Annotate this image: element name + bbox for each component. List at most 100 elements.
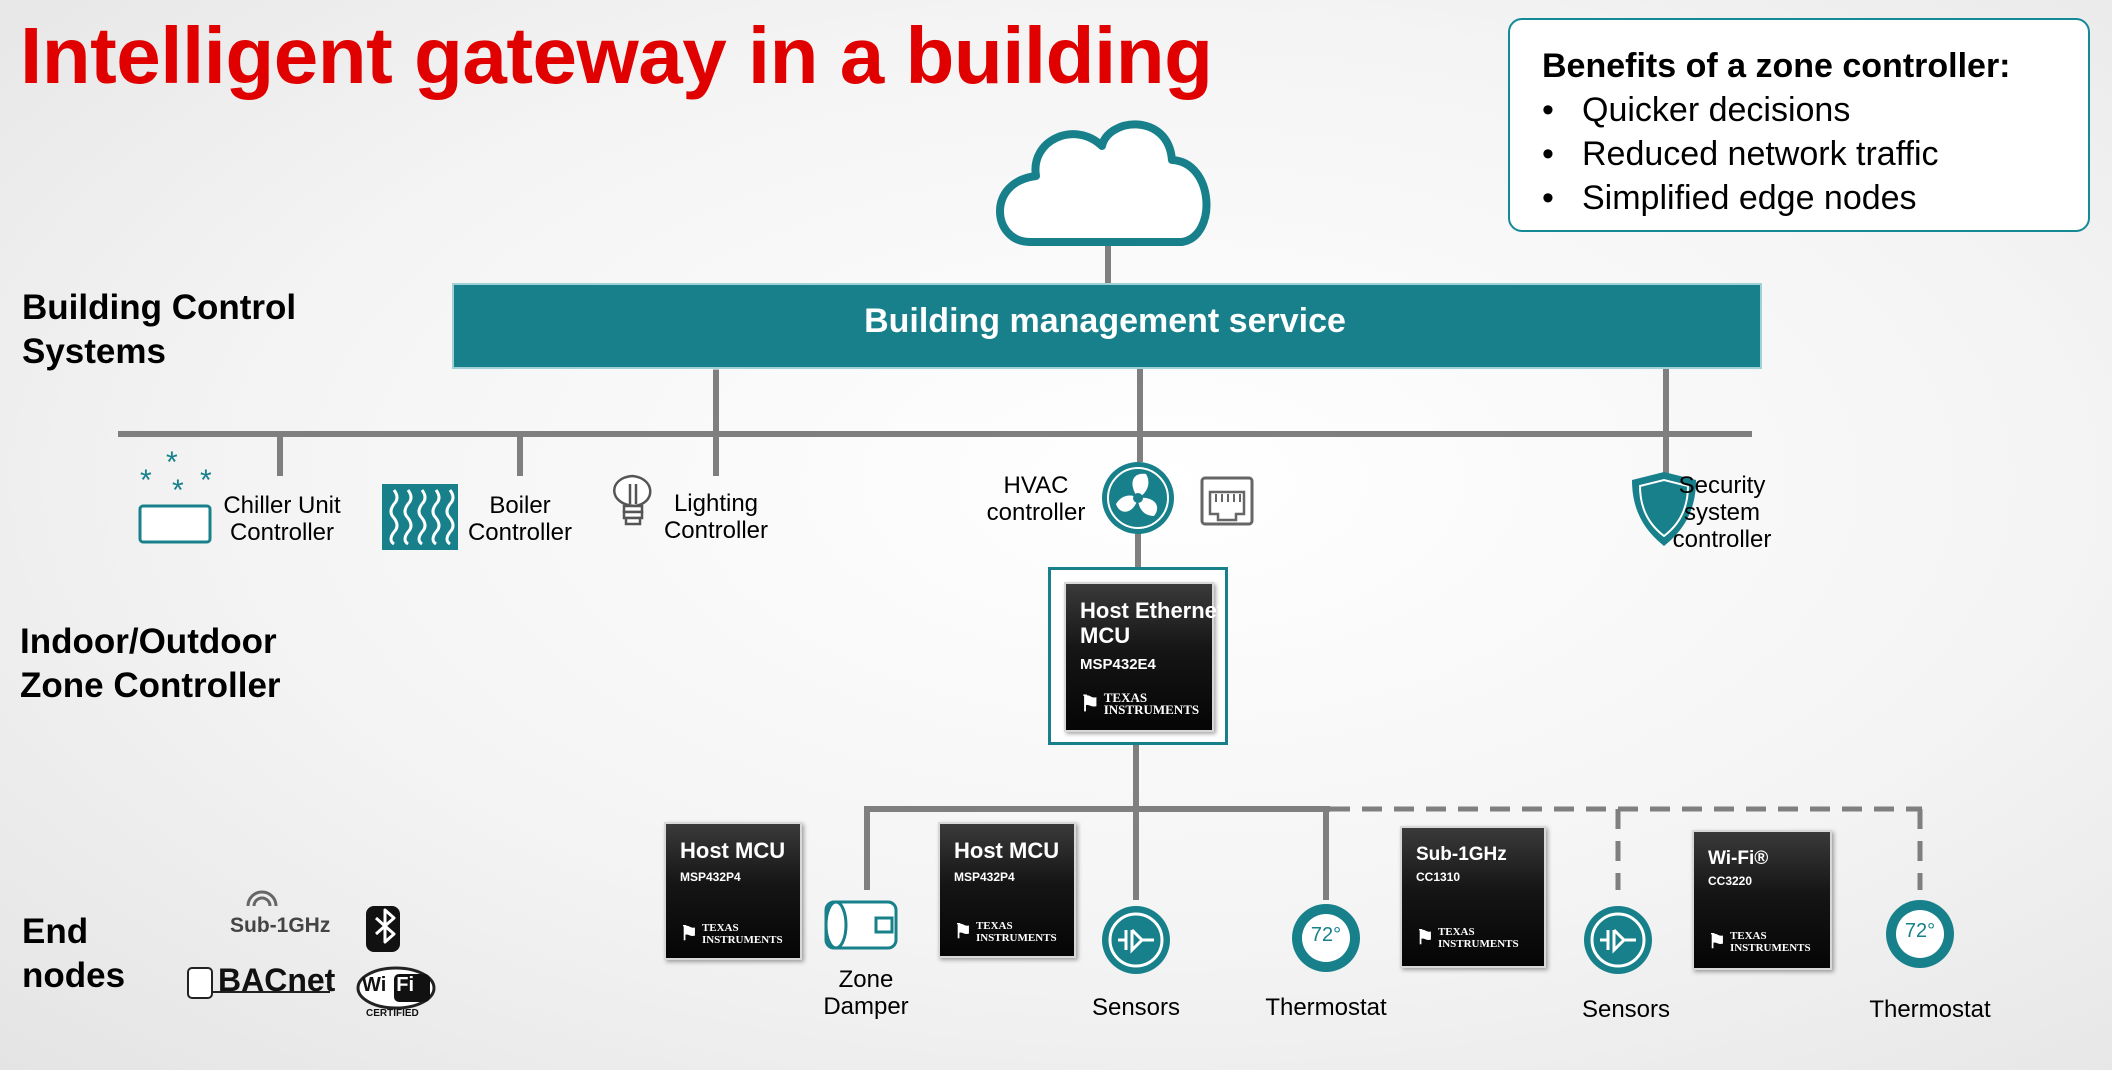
chip-part-number: MSP432P4 (954, 870, 1015, 884)
label-line: Controller (467, 519, 573, 546)
fan-icon (1102, 462, 1174, 534)
zone-damper-icon (824, 900, 898, 950)
label-line: Controller (229, 519, 335, 546)
chiller-icon: * * * * (138, 446, 212, 544)
building-management-bar (452, 283, 1762, 369)
ti-logo-icon: ⚑ (1416, 927, 1434, 949)
section-line: Zone Controller (20, 666, 281, 705)
sensor-icon-1 (1102, 906, 1170, 974)
host-ethernet-mcu-chip: Host Ethernet MCU MSP432E4 ⚑ TEXAS INSTR… (1064, 582, 1224, 732)
shield-icon (1632, 472, 1696, 546)
chip-part-number: MSP432P4 (680, 870, 741, 884)
slide-title: Intelligent gateway in a building (20, 11, 1213, 100)
security-controller-label: Security system controller (1670, 472, 1774, 553)
svg-text:*: * (200, 464, 212, 497)
ti-logo-text: TEXAS (701, 922, 739, 934)
section-line: Systems (22, 332, 166, 371)
ti-logo-text: TEXAS (1729, 930, 1767, 942)
chip-part-number: MSP432E4 (1080, 656, 1156, 673)
zone-damper-label: Zone Damper (806, 966, 926, 1020)
sub1ghz-chip: Sub-1GHz CC1310 ⚑ TEXAS INSTRUMENTS (1400, 826, 1546, 968)
wireless-signal-icon (246, 890, 278, 907)
sensors-label-1: Sensors (1091, 994, 1181, 1021)
chip-name: Wi-Fi® (1708, 848, 1769, 869)
chip-name-line: Host Ethernet (1080, 598, 1225, 623)
chip-part-number: CC1310 (1416, 870, 1461, 884)
svg-text:*: * (140, 464, 152, 497)
sensor-icon-2 (1584, 906, 1652, 974)
chip-part-number: CC3220 (1708, 874, 1753, 888)
ti-logo-icon: ⚑ (954, 921, 972, 943)
svg-text:*: * (166, 446, 178, 479)
sub1ghz-logo: Sub-1GHz (230, 914, 331, 937)
thermostat-reading-2: 72° (1904, 920, 1936, 942)
ti-logo-text: INSTRUMENTS (1103, 702, 1200, 717)
ti-logo-text: INSTRUMENTS (1729, 942, 1811, 954)
wifi-logo-wi: Wi (362, 974, 387, 996)
section-zone-controller: Indoor/Outdoor Zone Controller (20, 620, 281, 708)
ti-logo-text: INSTRUMENTS (701, 934, 783, 946)
benefit-item: Reduced network traffic (1542, 132, 2088, 176)
chip-name: Host MCU (954, 838, 1060, 863)
label-line: controller (986, 499, 1086, 526)
benefit-item: Quicker decisions (1542, 88, 2088, 132)
ti-logo-icon: ⚑ (680, 923, 698, 945)
bluetooth-icon (366, 906, 400, 952)
chip-name: Host MCU (680, 838, 786, 863)
bacnet-icon (187, 967, 330, 999)
chiller-controller-label: Chiller Unit Controller (212, 492, 352, 546)
section-line: Indoor/Outdoor (20, 622, 277, 661)
sensors-label-2: Sensors (1581, 996, 1671, 1023)
benefits-heading: Benefits of a zone controller: (1542, 47, 2011, 85)
host-mcu-chip-2: Host MCU MSP432P4 ⚑ TEXAS INSTRUMENTS (938, 822, 1076, 958)
cloud-icon (996, 120, 1211, 246)
ti-logo-text: INSTRUMENTS (975, 932, 1057, 944)
section-end-nodes: End nodes (22, 910, 125, 998)
ti-logo-icon: ⚑ (1708, 931, 1726, 953)
section-line: nodes (22, 956, 126, 995)
boiler-icon (382, 484, 458, 550)
label-line: Zone (838, 966, 894, 993)
chip-name: Sub-1GHz (1416, 844, 1507, 865)
svg-text:*: * (172, 474, 184, 507)
hvac-controller-label: HVAC controller (980, 472, 1092, 526)
ti-logo: ⚑ TEXAS INSTRUMENTS (1416, 926, 1519, 950)
ti-logo: ⚑ TEXAS INSTRUMENTS (954, 920, 1057, 944)
ti-logo-text: INSTRUMENTS (1437, 938, 1519, 950)
ti-logo-text: TEXAS (1437, 926, 1475, 938)
lightbulb-icon (613, 474, 652, 526)
ti-logo-icon: ⚑ (1080, 691, 1100, 716)
benefit-item: Simplified edge nodes (1542, 176, 2088, 220)
label-line: Lighting (673, 490, 759, 517)
benefits-box: Benefits of a zone controller: Quicker d… (1508, 18, 2090, 232)
ti-logo: ⚑ TEXAS INSTRUMENTS (1080, 690, 1200, 717)
label-line: Damper (823, 993, 909, 1020)
label-line: Controller (663, 517, 769, 544)
host-mcu-chip-1: Host MCU MSP432P4 ⚑ TEXAS INSTRUMENTS (664, 822, 802, 960)
ethernet-port-icon (1200, 476, 1254, 526)
wifi-certified-icon (356, 966, 436, 1010)
ti-logo: ⚑ TEXAS INSTRUMENTS (680, 922, 783, 946)
ti-logo: ⚑ TEXAS INSTRUMENTS (1708, 930, 1811, 954)
section-building-control: Building Control Systems (22, 286, 296, 374)
label-line: Security (1678, 472, 1766, 499)
label-line: Chiller Unit (223, 492, 341, 519)
thermostat-label-1: Thermostat (1265, 994, 1387, 1021)
label-line: Boiler (489, 492, 551, 519)
lighting-controller-label: Lighting Controller (660, 490, 772, 544)
thermostat-icon-2 (1886, 900, 1954, 968)
thermostat-icon-1 (1292, 904, 1360, 972)
wifi-certified-text: CERTIFIED (366, 1008, 419, 1019)
chip-name: Host Ethernet MCU (1080, 598, 1224, 648)
label-line: HVAC (1003, 472, 1069, 499)
thermostat-label-2: Thermostat (1869, 996, 1991, 1023)
bacnet-logo: BACnet (218, 962, 336, 998)
ti-logo-text: TEXAS (975, 920, 1013, 932)
thermostat-reading-1: 72° (1310, 924, 1342, 946)
label-line: controller (1672, 526, 1772, 553)
label-line: system (1683, 499, 1760, 526)
wifi-chip: Wi-Fi® CC3220 ⚑ TEXAS INSTRUMENTS (1692, 830, 1832, 970)
ti-logo-text: TEXAS (1103, 690, 1148, 705)
